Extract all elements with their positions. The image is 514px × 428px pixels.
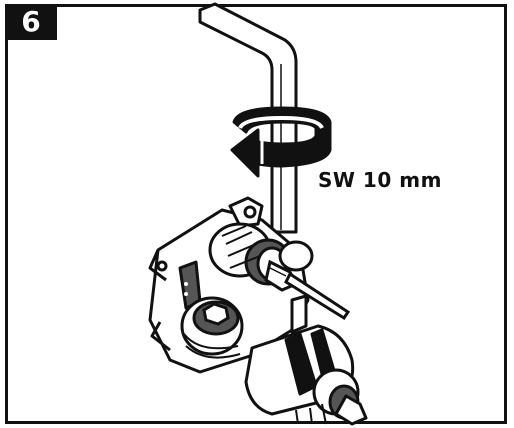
lower-port [180, 296, 244, 359]
wrench-size-label: SW 10 mm [318, 168, 442, 192]
step-number-badge: 6 [5, 4, 57, 40]
rotation-arrow-icon [230, 106, 332, 178]
instruction-frame [5, 4, 507, 424]
probe-pin-icon [264, 259, 351, 321]
cartridge-icon [244, 324, 368, 426]
